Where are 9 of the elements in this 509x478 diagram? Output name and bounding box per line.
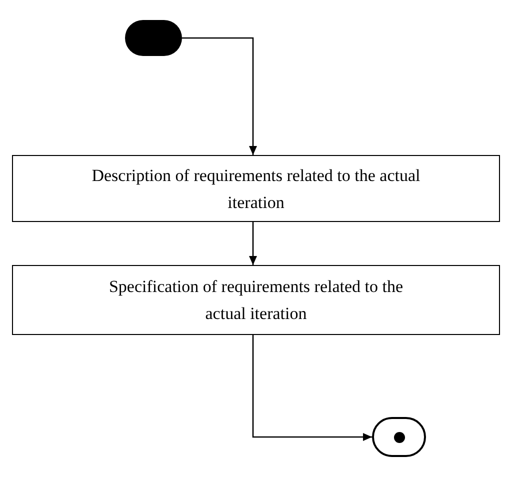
arrow bbox=[249, 222, 257, 265]
arrow bbox=[182, 37, 257, 155]
arrow bbox=[252, 335, 372, 441]
end-node bbox=[372, 417, 426, 457]
activity-label: Specification of requirements related to the actual iteration bbox=[108, 276, 404, 325]
activity-label: Description of requirements related to the actual iteration bbox=[91, 164, 421, 214]
start-node bbox=[125, 20, 182, 56]
activity-box bbox=[12, 155, 500, 222]
activity-box bbox=[12, 265, 500, 335]
